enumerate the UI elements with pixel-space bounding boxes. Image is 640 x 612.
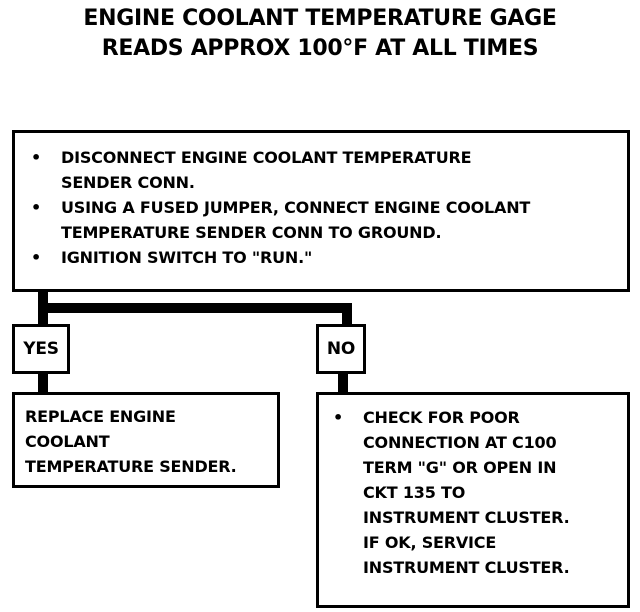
no-branch-label: NO — [316, 324, 366, 374]
step-item: • USING A FUSED JUMPER, CONNECT ENGINE C… — [31, 195, 617, 245]
step-item: • DISCONNECT ENGINE COOLANT TEMPERATURE … — [31, 145, 617, 195]
connector-no-drop — [342, 303, 352, 324]
step-item: • IGNITION SWITCH TO "RUN." — [31, 245, 617, 270]
action-text-line: INSTRUMENT CLUSTER. — [363, 508, 570, 527]
step-text-line: DISCONNECT ENGINE COOLANT TEMPERATURE — [61, 148, 472, 167]
action-text: CHECK FOR POOR CONNECTION AT C100 TERM "… — [363, 405, 621, 580]
title-line-2: READS APPROX 100°F AT ALL TIMES — [101, 36, 539, 61]
yes-branch-label: YES — [12, 324, 70, 374]
action-text-line: COOLANT — [25, 432, 110, 451]
title-line-1: ENGINE COOLANT TEMPERATURE GAGE — [83, 6, 557, 31]
action-text-line: TEMPERATURE SENDER. — [25, 457, 237, 476]
action-text-line: TERM "G" OR OPEN IN — [363, 458, 557, 477]
step-text-line: TEMPERATURE SENDER CONN TO GROUND. — [61, 223, 442, 242]
step-text: DISCONNECT ENGINE COOLANT TEMPERATURE SE… — [61, 145, 617, 195]
bullet-icon: • — [31, 248, 42, 267]
connector-horizontal — [38, 303, 352, 313]
connector-no-down — [338, 374, 348, 392]
action-text-line: IF OK, SERVICE — [363, 533, 497, 552]
yes-action-box: REPLACE ENGINE COOLANT TEMPERATURE SENDE… — [12, 392, 280, 488]
bullet-icon: • — [31, 198, 42, 217]
test-procedure-box: • DISCONNECT ENGINE COOLANT TEMPERATURE … — [12, 130, 630, 292]
step-text: USING A FUSED JUMPER, CONNECT ENGINE COO… — [61, 195, 617, 245]
action-text-line: REPLACE ENGINE — [25, 407, 176, 426]
connector-yes-down — [38, 374, 48, 392]
bullet-icon: • — [31, 148, 42, 167]
page-title: ENGINE COOLANT TEMPERATURE GAGE READS AP… — [0, 4, 640, 64]
action-text-line: CKT 135 TO — [363, 483, 466, 502]
bullet-icon: • — [333, 408, 344, 427]
step-text-line: USING A FUSED JUMPER, CONNECT ENGINE COO… — [61, 198, 531, 217]
action-item: • CHECK FOR POOR CONNECTION AT C100 TERM… — [333, 405, 621, 580]
step-text-line: SENDER CONN. — [61, 173, 195, 192]
step-text: IGNITION SWITCH TO "RUN." — [61, 248, 313, 267]
no-action-box: • CHECK FOR POOR CONNECTION AT C100 TERM… — [316, 392, 630, 608]
action-text-line: CONNECTION AT C100 — [363, 433, 557, 452]
action-text-line: CHECK FOR POOR — [363, 408, 520, 427]
action-text-line: INSTRUMENT CLUSTER. — [363, 558, 570, 577]
